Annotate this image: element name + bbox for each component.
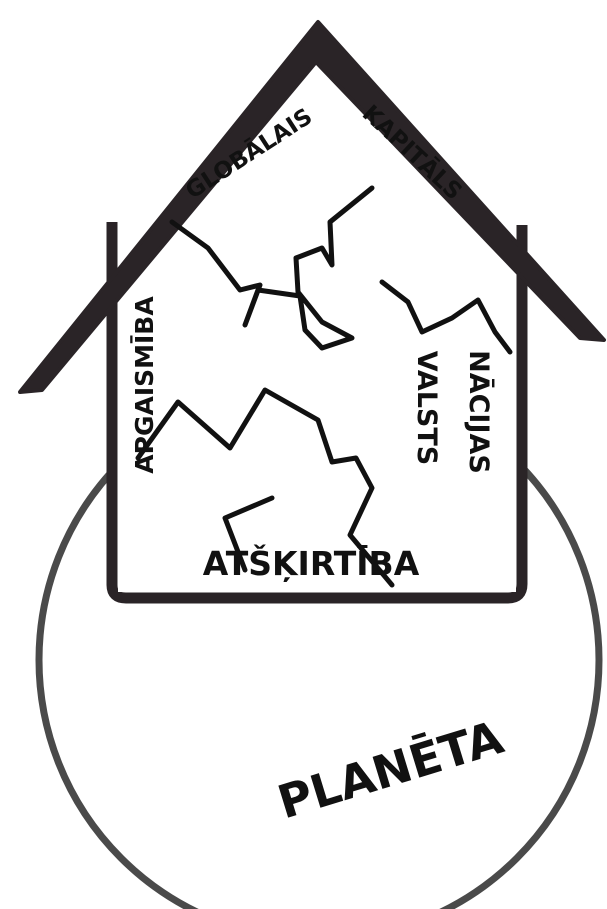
house-interior — [118, 226, 516, 592]
label-planeta: PLANĒTA — [272, 710, 510, 830]
label-apgaismiba: APGAISMĪBA — [130, 296, 159, 474]
label-atskirtiba: ATŠĶIRTĪBA — [203, 543, 420, 583]
label-nacijas: NĀCIJAS — [463, 350, 495, 474]
label-valsts: VALSTS — [411, 351, 442, 465]
